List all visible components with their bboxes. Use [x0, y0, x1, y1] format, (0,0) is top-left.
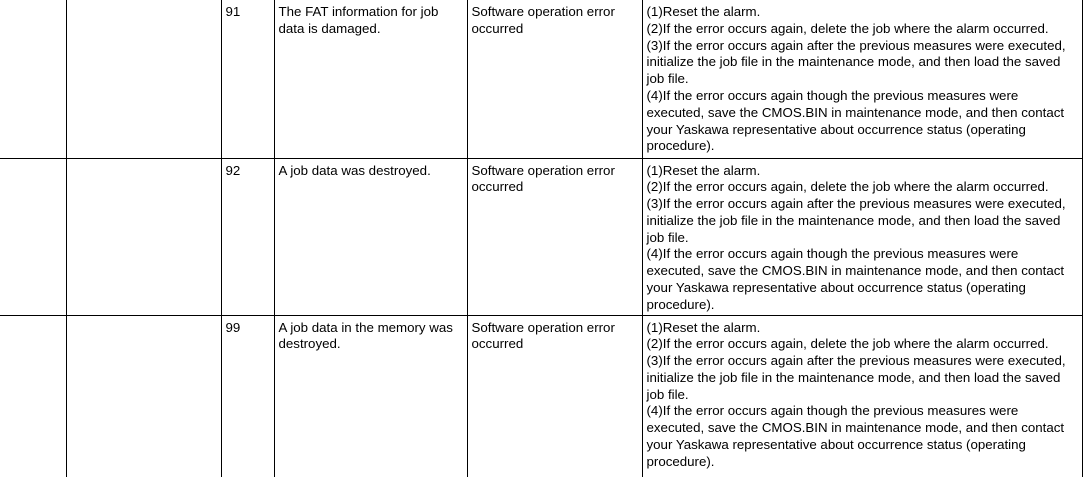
measure-step: (4)If the error occurs again though the … — [646, 246, 1065, 312]
measure-step: (4)If the error occurs again though the … — [646, 87, 1065, 154]
measure-step: (3)If the error occurs again after the p… — [646, 196, 1066, 245]
table-row: 92 A job data was destroyed. Software op… — [0, 157, 1083, 316]
measure-step: (4)If the error occurs again though the … — [646, 403, 1065, 469]
alarm-number-cell — [0, 314, 67, 477]
sub-code-cell: 92 — [220, 157, 275, 316]
measure-step: (2)If the error occurs again, delete the… — [646, 20, 1049, 36]
cause-cell: Software operation error occurred — [466, 157, 643, 316]
alarm-name-cell — [65, 314, 222, 477]
sub-code-cell: 91 — [220, 0, 275, 159]
measures-cell: (1)Reset the alarm. (2)If the error occu… — [641, 157, 1083, 316]
measures-cell: (1)Reset the alarm. (2)If the error occu… — [641, 314, 1083, 477]
cause-cell: Software operation error occurred — [466, 0, 643, 159]
meaning-cell: The FAT information for job data is dama… — [273, 0, 468, 159]
measure-step: (1)Reset the alarm. — [646, 162, 761, 178]
meaning-cell: A job data was destroyed. — [273, 157, 468, 316]
measure-step: (2)If the error occurs again, delete the… — [646, 336, 1049, 352]
measures-cell: (1)Reset the alarm. (2)If the error occu… — [641, 0, 1083, 159]
alarm-name-cell — [65, 0, 222, 159]
measure-step: (1)Reset the alarm. — [646, 319, 761, 335]
meaning-cell: A job data in the memory was destroyed. — [273, 314, 468, 477]
measure-step: (1)Reset the alarm. — [646, 4, 761, 19]
measure-step: (3)If the error occurs again after the p… — [646, 37, 1066, 87]
cause-cell: Software operation error occurred — [466, 314, 643, 477]
alarm-name-cell — [65, 157, 222, 316]
sub-code-cell: 99 — [220, 314, 275, 477]
alarm-number-cell — [0, 157, 67, 316]
alarm-number-cell — [0, 0, 67, 159]
measure-step: (2)If the error occurs again, delete the… — [646, 179, 1049, 195]
table-row: 99 A job data in the memory was destroye… — [0, 314, 1083, 477]
table-row: 91 The FAT information for job data is d… — [0, 0, 1083, 159]
measure-step: (3)If the error occurs again after the p… — [646, 353, 1066, 402]
